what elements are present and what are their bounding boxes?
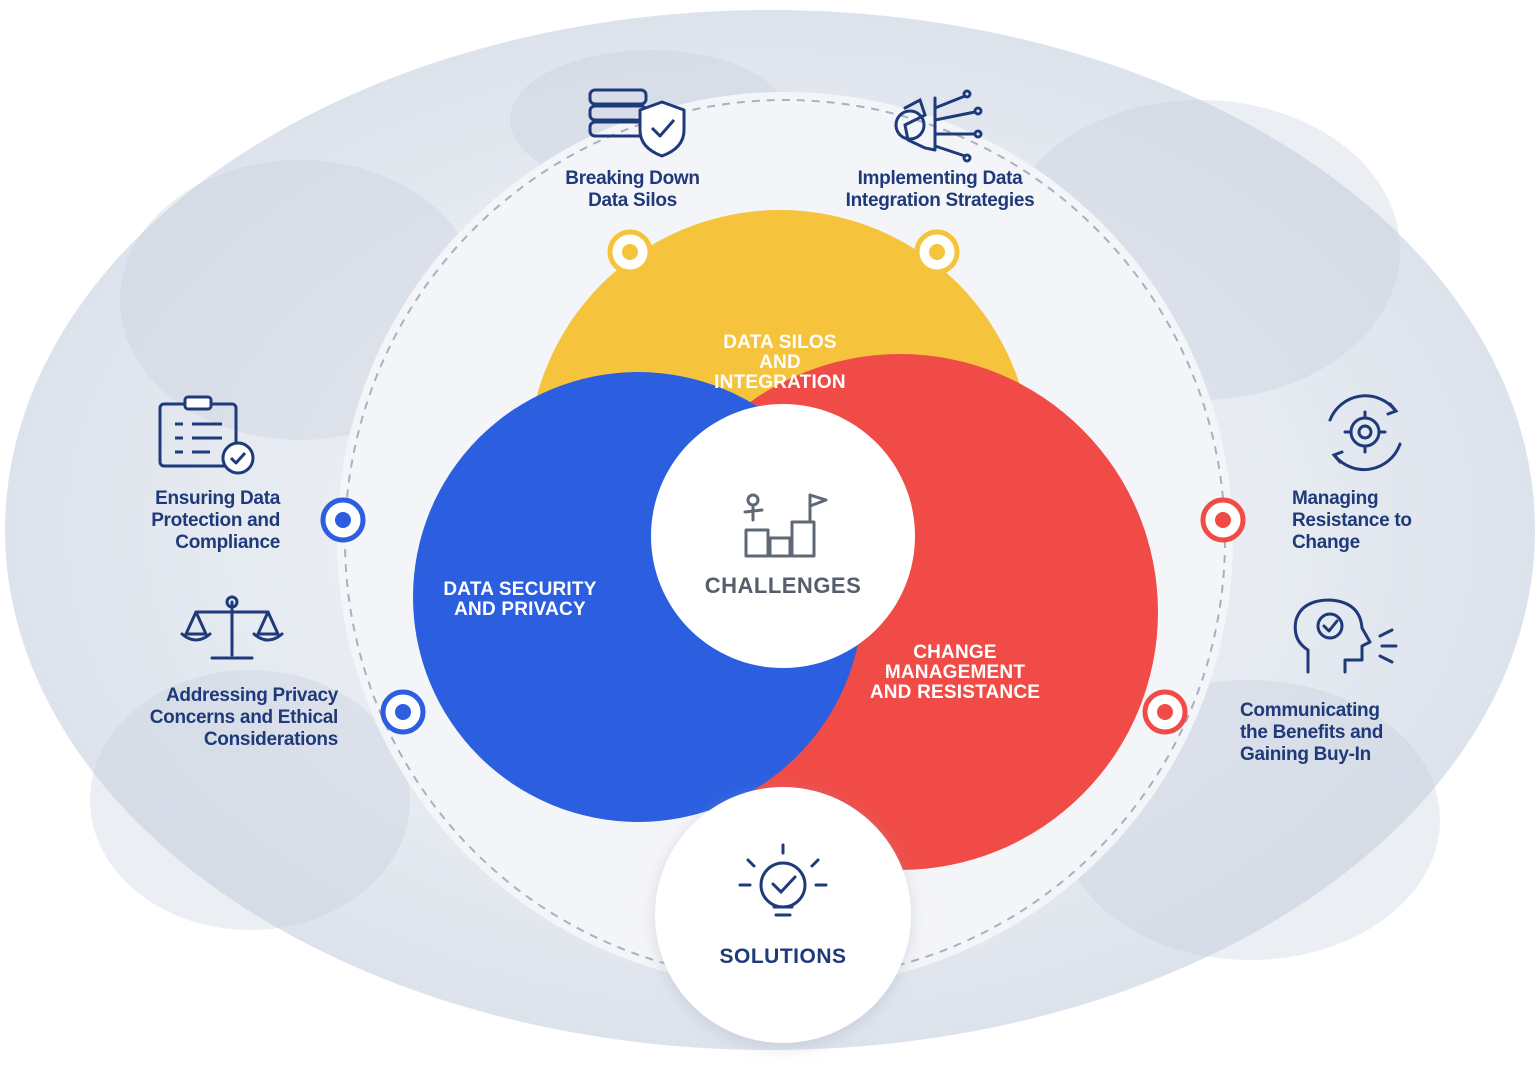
label-line: Gaining Buy-In <box>1240 744 1371 765</box>
label-line: Data Silos <box>588 190 677 211</box>
yellow-lobe-label-line: AND <box>759 352 801 373</box>
challenges-title: CHALLENGES <box>704 573 862 598</box>
center-circle <box>651 404 915 668</box>
label-line: the Benefits and <box>1240 722 1383 743</box>
label-line: Concerns and Ethical <box>149 707 339 728</box>
yellow-lobe-label: DATA SILOS AND INTEGRATION <box>680 333 880 393</box>
label-line: Managing <box>1292 488 1379 509</box>
label-implementing-data-integration: Implementing Data Integration Strategies <box>795 168 1085 212</box>
head-check-icon <box>1293 598 1398 674</box>
label-line: Considerations <box>203 729 338 750</box>
red-lobe-label-line: AND RESISTANCE <box>869 682 1041 703</box>
yellow-lobe-label-line: INTEGRATION <box>714 372 846 393</box>
database-shield-icon <box>588 88 686 158</box>
label-communicating-benefits: Communicating the Benefits and Gaining B… <box>1240 700 1460 766</box>
label-breaking-down-data-silos: Breaking Down Data Silos <box>520 168 745 212</box>
label-line: Ensuring Data <box>155 488 280 509</box>
red-lobe-label-line: MANAGEMENT <box>884 662 1026 683</box>
blue-lobe-label-line: AND PRIVACY <box>454 599 586 620</box>
label-line: Protection and <box>151 510 280 531</box>
label-line: Communicating <box>1240 700 1380 721</box>
label-line: Change <box>1292 532 1360 553</box>
red-lobe-label-line: CHANGE <box>913 642 997 663</box>
label-line: Compliance <box>175 532 280 553</box>
red-lobe-label: CHANGE MANAGEMENT AND RESISTANCE <box>835 643 1075 703</box>
marker-top-left <box>607 229 653 275</box>
scales-icon <box>180 595 284 660</box>
growth-steps-flag-icon <box>743 493 828 558</box>
blue-lobe-label-line: DATA SECURITY <box>443 579 597 600</box>
marker-low-left <box>380 689 426 735</box>
circuit-gear-icon <box>894 89 983 163</box>
yellow-lobe-label-line: DATA SILOS <box>723 332 837 353</box>
clipboard-check-icon <box>158 395 255 475</box>
label-line: Resistance to <box>1292 510 1412 531</box>
label-line: Breaking Down <box>565 168 700 189</box>
label-managing-resistance: Managing Resistance to Change <box>1292 488 1492 554</box>
label-addressing-privacy-concerns: Addressing Privacy Concerns and Ethical … <box>80 685 339 751</box>
label-line: Integration Strategies <box>845 190 1035 211</box>
label-line: Implementing Data <box>857 168 1023 189</box>
marker-low-right <box>1142 689 1188 735</box>
label-line: Addressing Privacy <box>165 685 338 706</box>
blue-lobe-label: DATA SECURITY AND PRIVACY <box>410 580 630 620</box>
gear-cycle-icon <box>1328 394 1402 472</box>
marker-mid-left <box>320 497 366 543</box>
marker-top-right <box>914 229 960 275</box>
solutions-title: SOLUTIONS <box>719 945 847 968</box>
label-ensuring-data-protection: Ensuring Data Protection and Compliance <box>70 488 280 554</box>
lightbulb-check-icon <box>738 843 828 917</box>
marker-mid-right <box>1200 497 1246 543</box>
